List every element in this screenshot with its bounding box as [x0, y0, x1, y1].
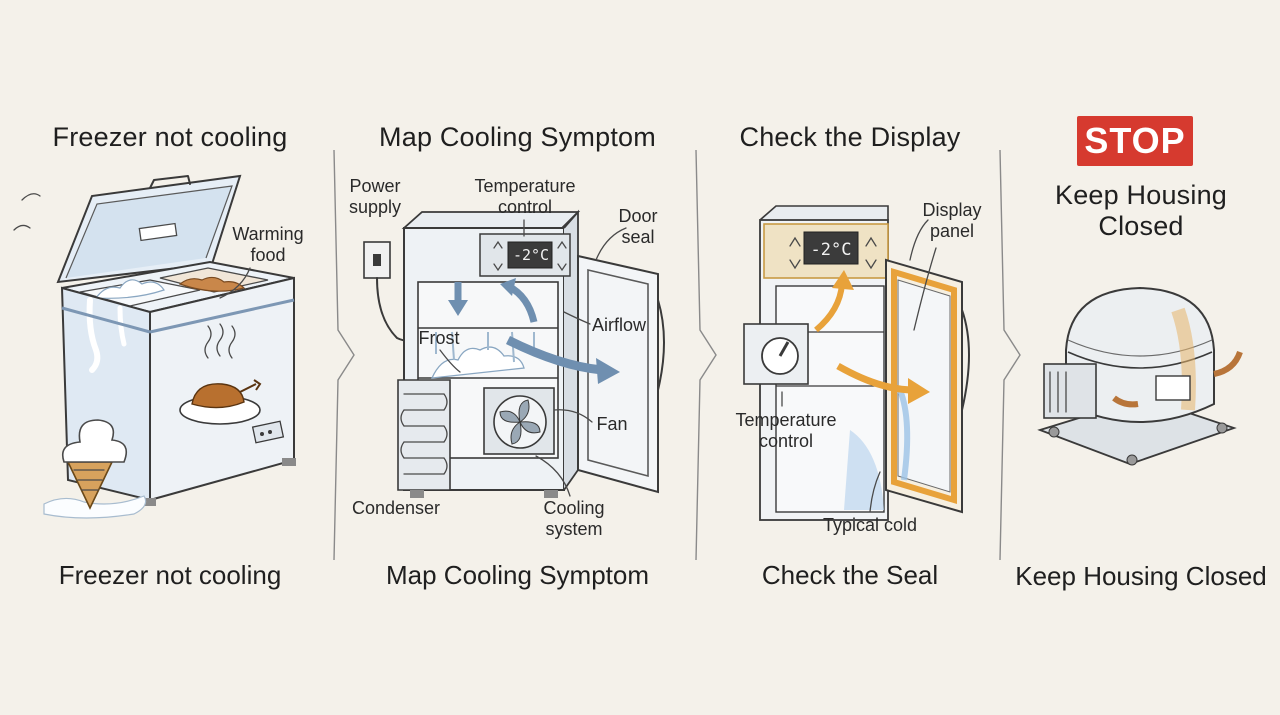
- panel-3-caption: Check the Seal: [761, 560, 939, 590]
- panel-2-caption: Map Cooling Symptom: [386, 560, 649, 590]
- panel-1-title: Freezer not cooling: [52, 122, 288, 152]
- panel-3-title: Check the Display: [739, 122, 961, 152]
- label-fan: Fan: [596, 414, 628, 434]
- panel-check-the-display: Check the Display -2°C Display panel Tem…: [700, 0, 1000, 715]
- label-door-seal: Door seal: [618, 206, 658, 247]
- airflow-arrows: [448, 278, 620, 384]
- freezer-open-door-icon: [743, 205, 970, 521]
- display-reading-2: -2°C: [810, 240, 852, 260]
- leader-lines: [439, 219, 627, 497]
- stop-badge: STOP: [1077, 116, 1193, 166]
- ice-cream-icon: [43, 419, 147, 519]
- label-display-panel: Display panel: [922, 200, 982, 241]
- panel-2-title: Map Cooling Symptom: [379, 122, 656, 152]
- leader-lines-2: [781, 219, 937, 513]
- chevron-right-icon: [999, 150, 1021, 560]
- label-frost: Frost: [418, 328, 460, 348]
- panel-4-title: Keep Housing Closed: [1054, 180, 1228, 241]
- label-temperature-control-2: Temperature control: [735, 410, 837, 451]
- display-reading: -2°C: [512, 246, 550, 264]
- panel-map-cooling-symptom: Map Cooling Symptom: [340, 0, 695, 715]
- label-condenser: Condenser: [351, 498, 441, 518]
- compressor-icon: [1037, 286, 1243, 466]
- roast-chicken-icon: [179, 379, 262, 425]
- panel-4-caption: Keep Housing Closed: [1015, 561, 1267, 591]
- chevron-right-icon: [695, 150, 717, 560]
- leader-line: [219, 267, 251, 299]
- panel-keep-housing-closed: Keep Housing Closed Keep Housing Closed: [1010, 0, 1272, 715]
- panel-1-caption: Freezer not cooling: [58, 560, 282, 590]
- upright-freezer-icon: [363, 209, 665, 498]
- label-cooling-system: Cooling system: [543, 498, 605, 539]
- label-airflow: Airflow: [591, 315, 646, 335]
- label-power-supply: Power supply: [348, 176, 402, 217]
- label-temperature-control: Temperature control: [474, 176, 576, 217]
- chevron-right-icon: [333, 150, 355, 560]
- label-typical-cold: Typical cold: [822, 515, 918, 535]
- label-warming-food: Warming food: [232, 224, 304, 265]
- panel-freezer-not-cooling: Freezer not cooling: [0, 0, 330, 715]
